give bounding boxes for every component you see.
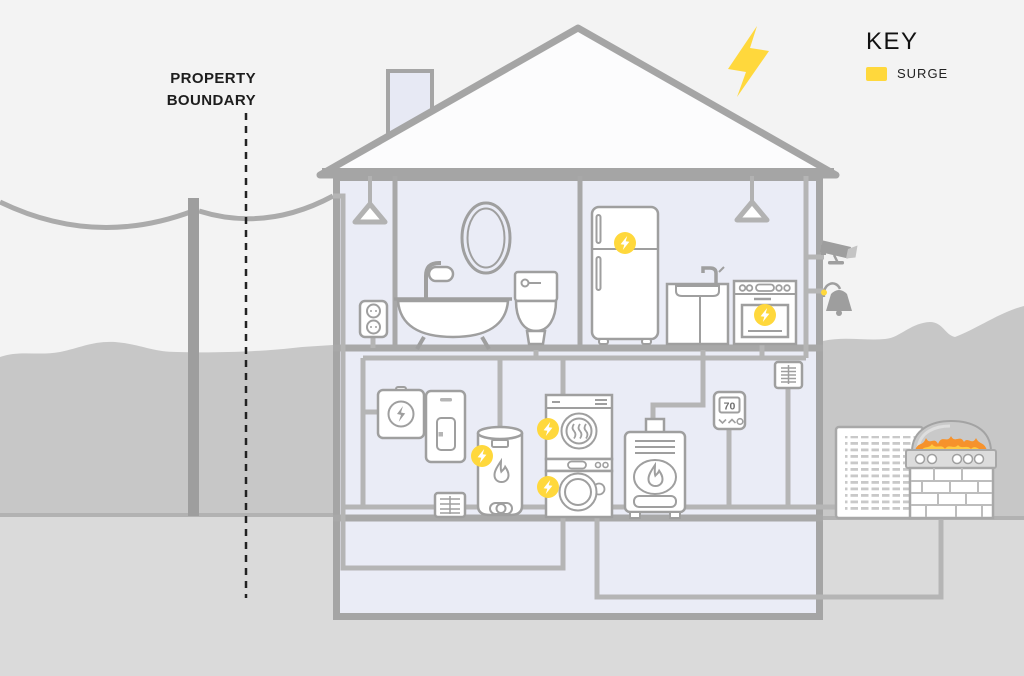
wall-vent: [773, 360, 804, 390]
refrigerator: [590, 205, 660, 345]
legend: KEY SURGE: [866, 28, 948, 81]
electrical-wiring: [333, 176, 944, 600]
brick-grill: [905, 419, 997, 520]
thermostat-value: 70: [724, 401, 736, 413]
power-line-right: [198, 193, 335, 222]
legend-title: KEY: [866, 28, 919, 55]
washing-machine: [544, 457, 614, 519]
security-camera-icon: [820, 240, 858, 265]
surge-badge-oven: [754, 304, 776, 326]
lightning-bolt-icon: [728, 26, 769, 97]
thermostat-down-icon: [718, 418, 727, 425]
ac-unit: [834, 425, 925, 520]
legend-row: SURGE: [866, 66, 948, 81]
power-line-left: [0, 199, 194, 230]
bathtub: [394, 261, 512, 351]
toilet: [513, 270, 559, 346]
utility-pole: [188, 198, 199, 516]
kitchen-sink: [665, 266, 730, 346]
thermostat-dial-icon: [736, 417, 744, 426]
oven: [732, 279, 798, 346]
surge-label: SURGE: [897, 66, 949, 81]
pendant-lamp-bath: [352, 176, 388, 225]
pendant-lamp-kitchen: [734, 176, 770, 223]
surge-badge-washer: [537, 476, 559, 498]
property-boundary-label: PROPERTY BOUNDARY: [166, 70, 256, 109]
water-heater: [476, 425, 524, 517]
thermostat: 70: [712, 390, 747, 431]
electric-meter: [376, 386, 426, 440]
thermostat-up-icon: [727, 418, 737, 424]
surge-badge-refrigerator: [614, 232, 636, 254]
mirror: [460, 201, 512, 275]
furnace: [623, 417, 687, 519]
floor-vent: [433, 491, 467, 519]
surge-badge-dryer: [537, 418, 559, 440]
left-hill: [0, 341, 333, 516]
wall-outlet: [358, 299, 389, 339]
surge-swatch: [866, 66, 887, 81]
surge-badge-water-heater: [471, 445, 493, 467]
light-surge-dot: [821, 289, 827, 296]
breaker-panel: [424, 389, 467, 464]
exterior-light-icon: [821, 282, 852, 316]
